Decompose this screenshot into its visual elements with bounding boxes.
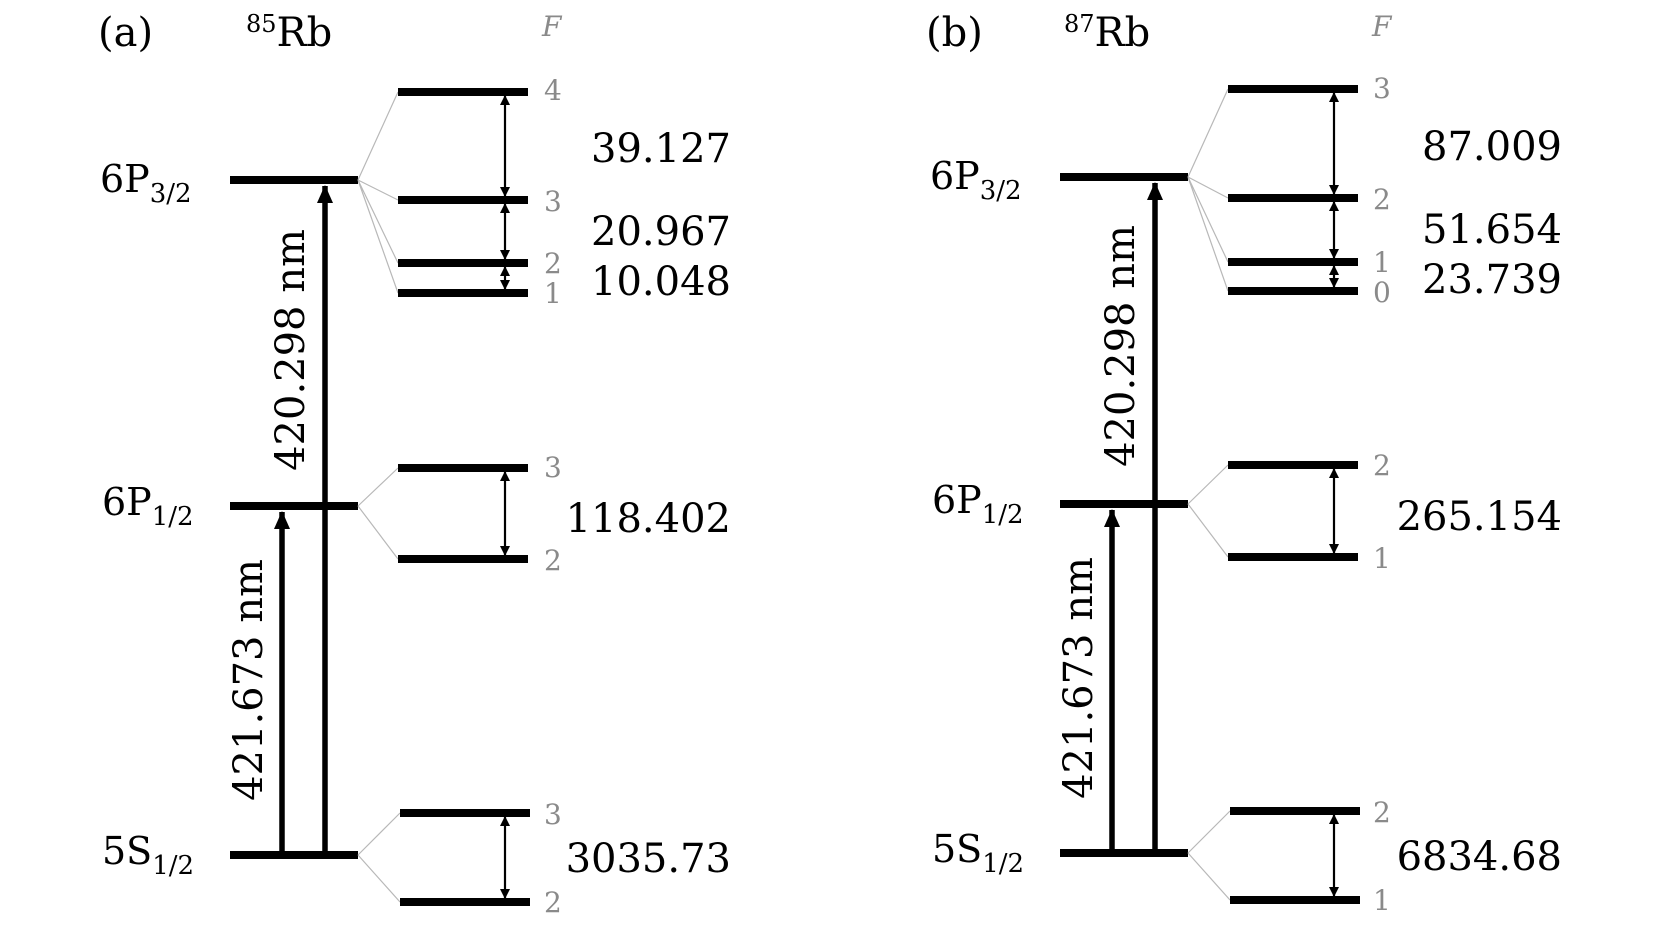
state-label-5s12: 5S1/2 (932, 827, 1024, 879)
state-label-6p32: 6P3/2 (100, 157, 192, 209)
hyperfine-6p32: 4 3 2 1 39.127 20.967 10.048 (357, 74, 731, 310)
f-number: 1 (1373, 542, 1391, 575)
f-number: 2 (544, 886, 562, 919)
panel-label: (b) (926, 10, 983, 56)
f-number: 1 (1373, 246, 1391, 279)
isotope-label: 87Rb (1064, 10, 1150, 56)
f-number: 1 (544, 277, 562, 310)
splitting-value: 6834.68 (1397, 834, 1562, 880)
panel-b: (b) 87Rb F 6P3/2 6P1/2 5S1/2 420.298 nm … (926, 10, 1562, 917)
splitting-value: 265.154 (1397, 494, 1562, 540)
f-number: 2 (1373, 449, 1391, 482)
hyperfine-6p32: 3 2 1 0 87.009 51.654 23.739 (1187, 72, 1562, 309)
f-number: 3 (544, 451, 562, 484)
f-number: 2 (1373, 183, 1391, 216)
f-number: 2 (1373, 796, 1391, 829)
splitting-value: 39.127 (591, 126, 731, 172)
splitting-value: 23.739 (1422, 257, 1562, 303)
f-number: 2 (544, 544, 562, 577)
splitting-value: 10.048 (591, 259, 731, 305)
f-number: 3 (1373, 72, 1391, 105)
f-number: 0 (1373, 276, 1391, 309)
wavelength-label-420nm: 420.298 nm (1098, 225, 1144, 467)
hyperfine-5s12: 3 2 3035.73 (357, 798, 731, 919)
hyperfine-6p12: 3 2 118.402 (357, 451, 731, 577)
panel-a: (a) 85Rb F 6P3/2 6P1/2 5S1/2 420.298 nm … (98, 10, 731, 919)
splitting-value: 3035.73 (566, 836, 731, 882)
hyperfine-5s12: 2 1 6834.68 (1187, 796, 1562, 917)
f-number: 4 (544, 74, 562, 107)
splitting-value: 87.009 (1422, 124, 1562, 170)
splitting-value: 51.654 (1422, 207, 1562, 253)
f-quantum-number-header: F (541, 10, 563, 43)
hyperfine-6p12: 2 1 265.154 (1187, 449, 1562, 575)
state-label-6p32: 6P3/2 (930, 154, 1022, 206)
f-number: 3 (544, 798, 562, 831)
state-label-6p12: 6P1/2 (102, 480, 194, 532)
wavelength-label-420nm: 420.298 nm (268, 229, 314, 471)
state-label-6p12: 6P1/2 (932, 478, 1024, 530)
f-number: 3 (544, 185, 562, 218)
wavelength-label-421nm: 421.673 nm (1056, 557, 1102, 799)
f-number: 2 (544, 247, 562, 280)
splitting-value: 20.967 (591, 209, 731, 255)
f-quantum-number-header: F (1371, 10, 1393, 43)
panel-label: (a) (98, 10, 153, 56)
f-number: 1 (1373, 884, 1391, 917)
state-label-5s12: 5S1/2 (102, 829, 194, 881)
splitting-value: 118.402 (566, 496, 731, 542)
isotope-label: 85Rb (246, 10, 332, 56)
wavelength-label-421nm: 421.673 nm (226, 559, 272, 801)
